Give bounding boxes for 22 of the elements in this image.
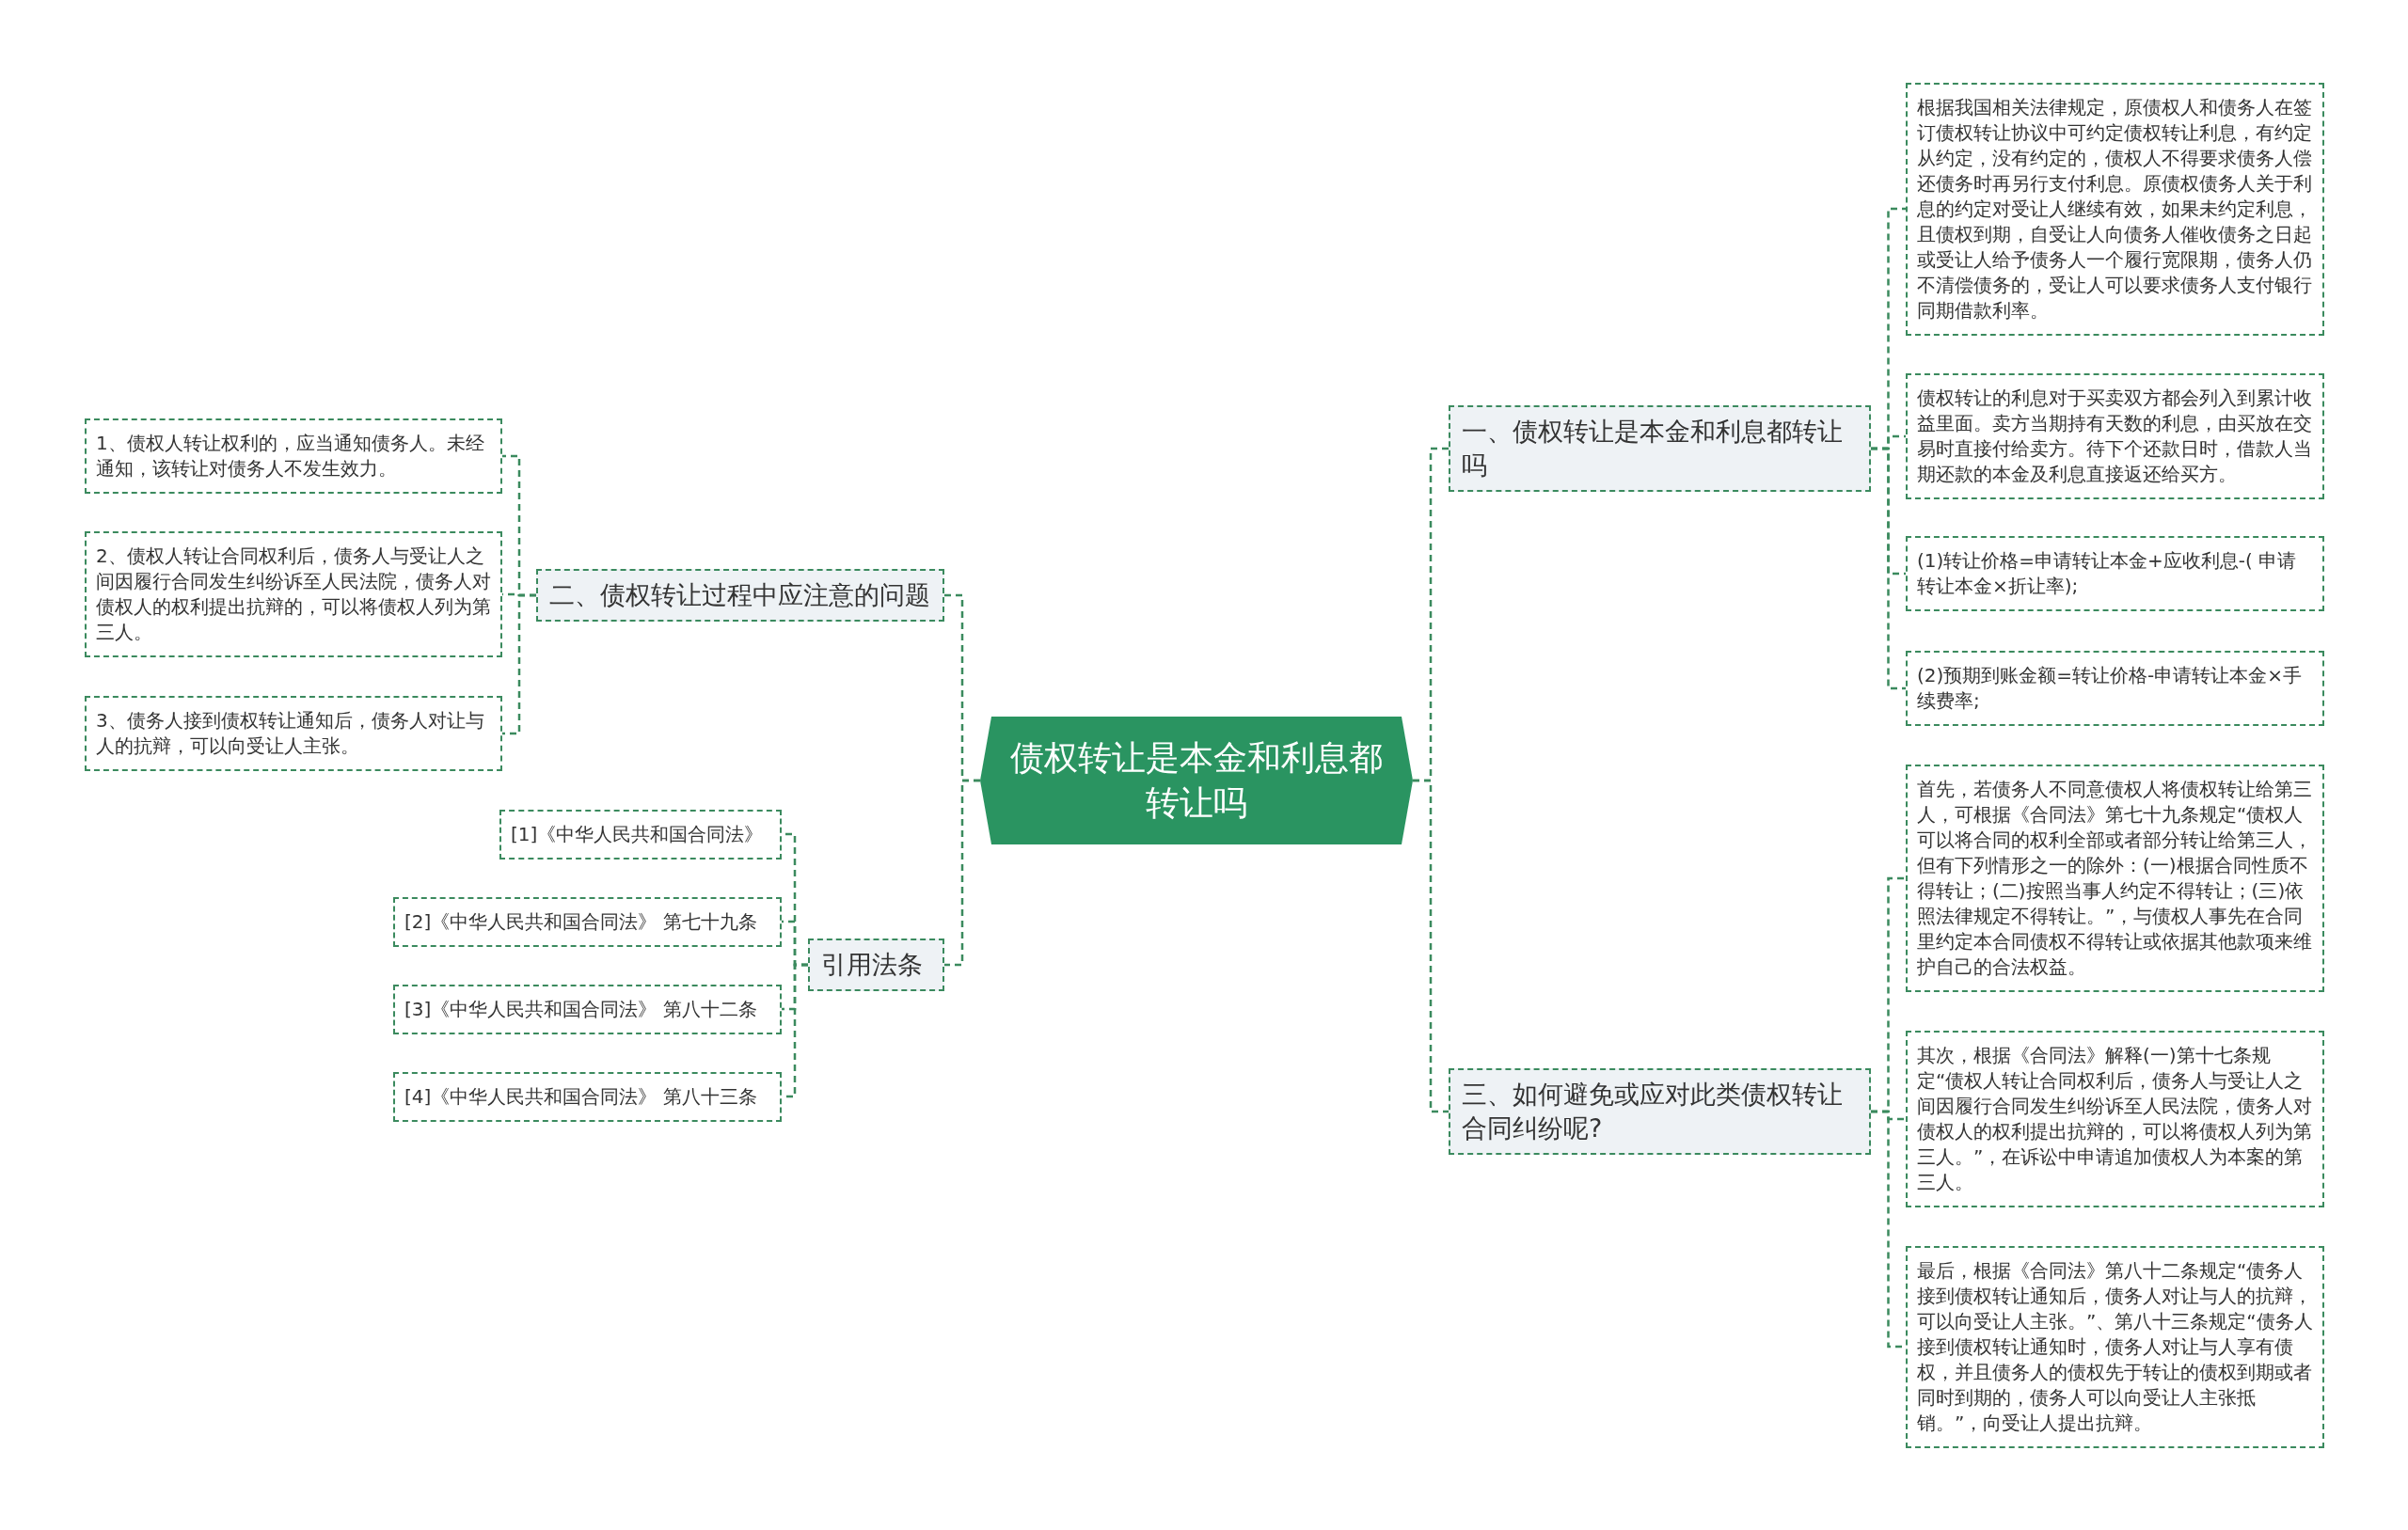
branch-topic-box: 引用法条 [808, 939, 944, 991]
connector-line [502, 593, 536, 735]
note-box: 2、债权人转让合同权利后，债务人与受让人之间因履行合同发生纠纷诉至人民法院，债务人对债权人的权利提出抗辩的，可以将债权人列为第三人。 [85, 531, 502, 657]
note-box: 债权转让的利息对于买卖双方都会列入到累计收益里面。卖方当期持有天数的利息，由买放在交易时直接付给卖方。待下个还款日时，借款人当期还款的本金及利息直接返还给买方。 [1906, 373, 2324, 499]
branch-topic-box: 二、债权转让过程中应注意的问题 [536, 569, 944, 622]
note-box: [3]《中华人民共和国合同法》 第八十二条 [393, 984, 782, 1034]
note-box: 根据我国相关法律规定，原债权人和债务人在签订债权转让协议中可约定债权转让利息，有约定从约定，没有约定的，债权人不得要求债务人偿还债务时再另行支付利息。原债权债务人关于利息的约定对受让人继续有效，如果未约定利息，且债权到期，自受让人向债务人催收债务之日起或受让人给予债务人一个履行宽限期，债务人仍不清偿债务的，受让人可以要求债务人支付银行同期借款利率。 [1906, 82, 2324, 336]
note-box: (1)转让价格=申请转让本金+应收利息-( 申请转让本金×折让率); [1906, 536, 2324, 611]
connector-line [1871, 447, 1906, 690]
note-box: (2)预期到账金额=转让价格-申请转让本金×手续费率; [1906, 651, 2324, 726]
note-box: 1、债权人转让权利的，应当通知债务人。未经通知，该转让对债务人不发生效力。 [85, 418, 502, 494]
note-box: [1]《中华人民共和国合同法》 [499, 809, 782, 860]
branch-topic-box: 三、如何避免或应对此类债权转让合同纠纷呢? [1449, 1068, 1871, 1155]
note-box: 其次，根据《合同法》解释(一)第十七条规定“债权人转让合同权利后，债务人与受让人之间因履行合同发生纠纷诉至人民法院，债务人对债权人的权利提出抗辩的，可以将债权人列为第三人。”，在诉讼中申请追加债权人为本案的第三人。 [1906, 1031, 2324, 1207]
note-box: [4]《中华人民共和国合同法》 第八十三条 [393, 1071, 782, 1122]
connector-line [1413, 779, 1449, 1113]
note-box: [2]《中华人民共和国合同法》 第七十九条 [393, 896, 782, 947]
branch-topic-box: 一、债权转让是本金和利息都转让吗 [1449, 405, 1871, 492]
note-box: 最后，根据《合同法》第八十二条规定“债务人接到债权转让通知后，债务人对让与人的抗辩，可以向受让人主张。”、第八十三条规定“债务人接到债权转让通知时，债务人对让与人享有债权，并且债务人的债权先于转让的债权到期或者同时到期的，债务人可以向受让人主张抵销。”，向受让人提出抗辩。 [1906, 1245, 2324, 1448]
note-box: 3、债务人接到债权转让通知后，债务人对让与人的抗辩，可以向受让人主张。 [85, 696, 502, 771]
connector-line [944, 779, 980, 967]
note-box: 首先，若债务人不同意债权人将债权转让给第三人，可根据《合同法》第七十九条规定“债权人可以将合同的权利全部或者部分转让给第三人，但有下列情形之一的除外：(一)根据合同性质不得转让；(二)按照当事人约定不得转让；(三)依照法律规定不得转让。”，与债权人事先在合同里约定本合同债权不得转让或依据其他款项来维护自己的合法权益。 [1906, 765, 2324, 992]
